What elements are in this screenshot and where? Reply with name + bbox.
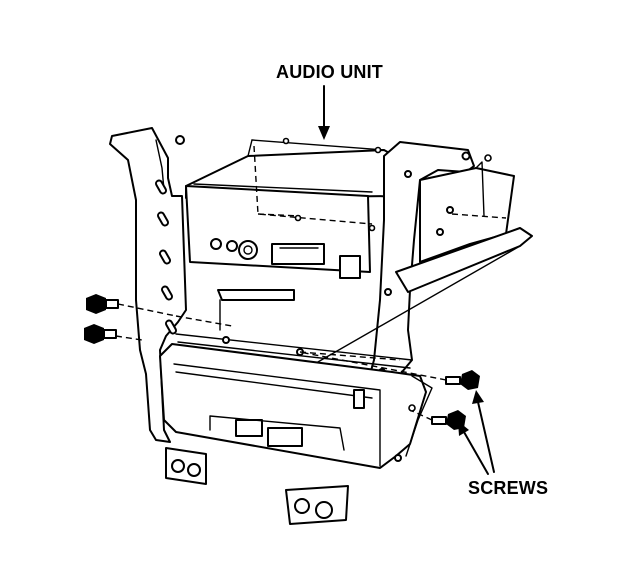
left-screw-upper (86, 294, 233, 327)
lower-frame-member (175, 289, 413, 369)
left-mounting-bracket (109, 127, 187, 443)
right-screw-upper (299, 351, 480, 390)
screws-label: SCREWS (468, 478, 549, 498)
right-screw-lower (408, 404, 466, 430)
bottom-mounting-tabs (165, 447, 349, 525)
audio-unit-label: AUDIO UNIT (276, 62, 383, 82)
left-screw-lower (84, 324, 143, 344)
audio-unit-leader-arrow (318, 85, 330, 140)
screws-leader-arrows (458, 390, 495, 475)
right-side-clamp (394, 375, 433, 462)
audio-unit-body (185, 137, 403, 279)
